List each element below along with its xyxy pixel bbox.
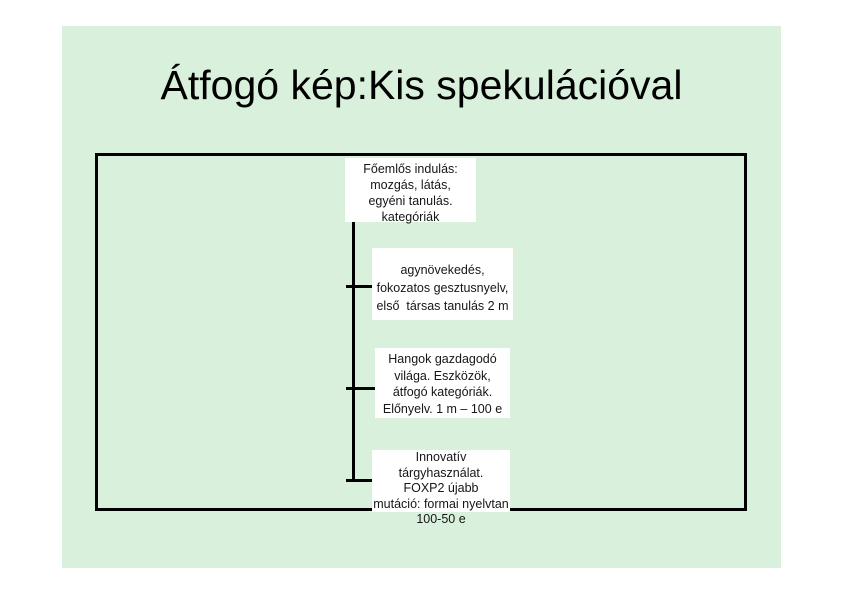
- box-line: egyéni tanulás.: [368, 194, 453, 208]
- box-line: világa. Eszközök,: [394, 368, 491, 383]
- box-line: agynövekedés,: [400, 263, 485, 277]
- box-line: mutáció: formai nyelvtan: [373, 496, 509, 511]
- box-line: 100-50 e: [416, 512, 466, 526]
- box-line: Hangok gazdagodó: [388, 352, 497, 366]
- slide-title: Átfogó kép:Kis spekulációval: [160, 62, 683, 108]
- box-line: Előnyelv. 1 m – 100 e: [382, 401, 503, 416]
- diagram-box-brain-growth: agynövekedés, fokozatos gesztusnyelv, el…: [372, 248, 513, 320]
- box-line: kategóriák: [381, 210, 440, 224]
- connector-tick-sounds-world: [346, 387, 375, 390]
- tree-trunk-line: [352, 222, 355, 482]
- box-line: fokozatos gesztusnyelv,: [376, 281, 509, 295]
- box-line: átfogó kategóriák.: [392, 385, 493, 399]
- diagram-box-sounds-world: Hangok gazdagodó világa. Eszközök, átfog…: [375, 348, 510, 418]
- box-line: FOXP2 újabb: [403, 481, 479, 495]
- diagram-box-primate-start: Főemlős indulás: mozgás, látás, egyéni t…: [345, 158, 476, 224]
- connector-tick-brain-growth: [346, 285, 372, 288]
- slide: Átfogó kép:Kis spekulációval Főemlős ind…: [62, 26, 781, 568]
- diagram-box-innovative-tool-use: Innovatív tárgyhasználat. FOXP2 újabb mu…: [372, 450, 510, 526]
- box-line: Innovatív tárgyhasználat.: [398, 450, 484, 480]
- box-line: első társas tanulás 2 m: [376, 299, 509, 313]
- connector-tick-innovative-tool-use: [346, 479, 372, 482]
- box-line: Főemlős indulás:: [363, 162, 458, 176]
- box-line: mozgás, látás,: [370, 178, 451, 192]
